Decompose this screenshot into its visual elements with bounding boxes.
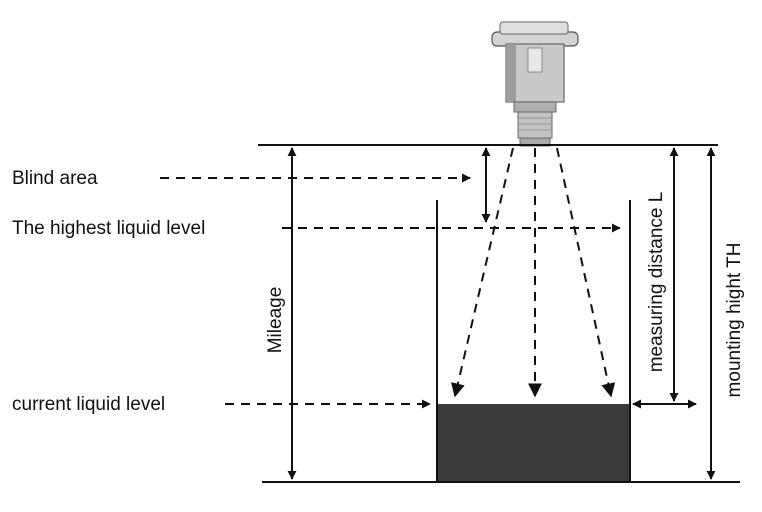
ultrasonic-beam [451,147,616,398]
mileage-label: Mileage [265,287,286,354]
blind-area-label: Blind area [12,168,98,189]
liquid-fill [438,404,629,481]
current-level-label: current liquid level [12,394,165,415]
sensor-icon [491,21,579,147]
measuring-distance-label: measuring distance L [646,192,667,373]
mounting-height-label: mounting hight TH [724,243,745,398]
highest-level-label: The highest liquid level [12,218,205,239]
